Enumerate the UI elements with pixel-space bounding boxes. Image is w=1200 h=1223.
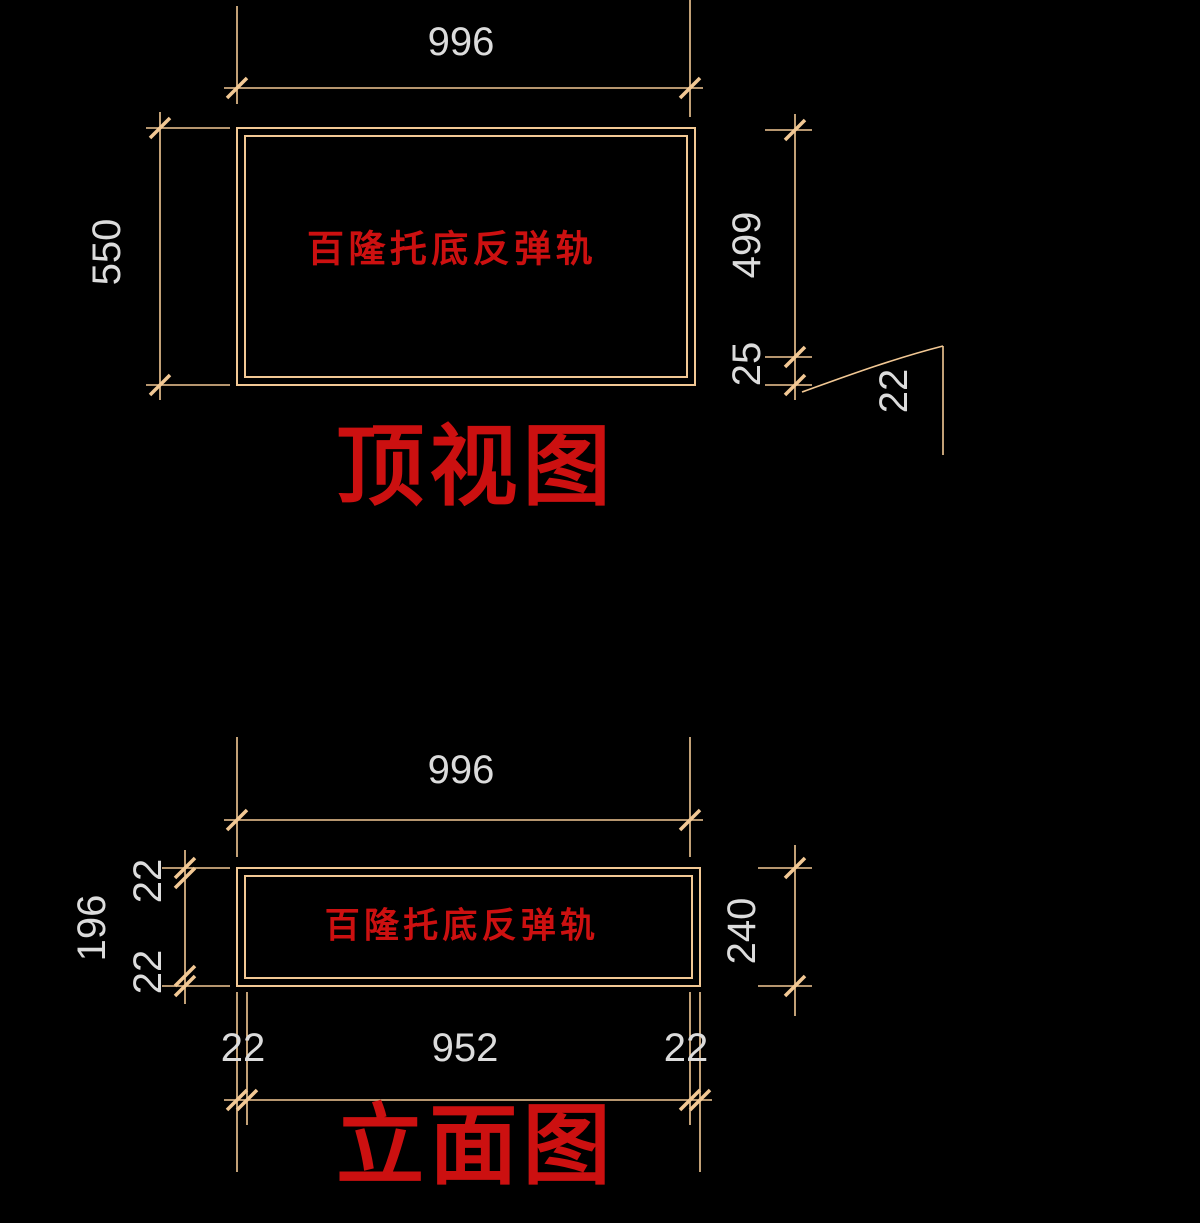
- dim-top-view-right-height: 499: [725, 211, 769, 279]
- dim-top-view-width: 996: [427, 20, 495, 64]
- top-view-width-dimension: [224, 0, 703, 117]
- elevation-width-dimension: [224, 737, 703, 857]
- elevation-outer-rect: [236, 867, 701, 987]
- top-view-left-height-dimension: [146, 112, 230, 400]
- elevation-view-title: 立面图: [336, 1096, 616, 1195]
- top-view-inner-rect: [244, 135, 688, 378]
- top-view-component-label: 百隆托底反弹轨: [306, 228, 598, 270]
- dim-top-view-leader-thickness: 22: [872, 368, 916, 414]
- elevation-bottom-dimension: [224, 992, 712, 1172]
- dim-elevation-left-bottom: 22: [126, 949, 170, 995]
- top-view-title: 顶视图: [336, 417, 616, 516]
- dim-elevation-right-height: 240: [720, 897, 764, 965]
- dim-elevation-bottom-center: 952: [431, 1026, 499, 1070]
- elevation-right-dimension: [758, 845, 812, 1016]
- top-view-leader-line: [801, 345, 944, 455]
- dim-top-view-offset: 25: [725, 341, 769, 387]
- dim-top-view-left-height: 550: [85, 218, 129, 286]
- dim-elevation-width: 996: [427, 748, 495, 792]
- elevation-view-geometry: [162, 737, 812, 1172]
- dim-elevation-bottom-right: 22: [663, 1026, 709, 1070]
- top-view-outer-rect: [236, 127, 696, 386]
- top-view-right-dimension: [765, 114, 812, 400]
- dim-elevation-left-inner: 196: [70, 894, 114, 962]
- elevation-inner-rect: [244, 875, 693, 979]
- elevation-left-dimension: [162, 850, 230, 1004]
- top-view-geometry: [146, 0, 944, 455]
- elevation-component-label: 百隆托底反弹轨: [324, 906, 600, 946]
- dim-elevation-bottom-left: 22: [220, 1026, 266, 1070]
- dim-elevation-left-top: 22: [126, 858, 170, 904]
